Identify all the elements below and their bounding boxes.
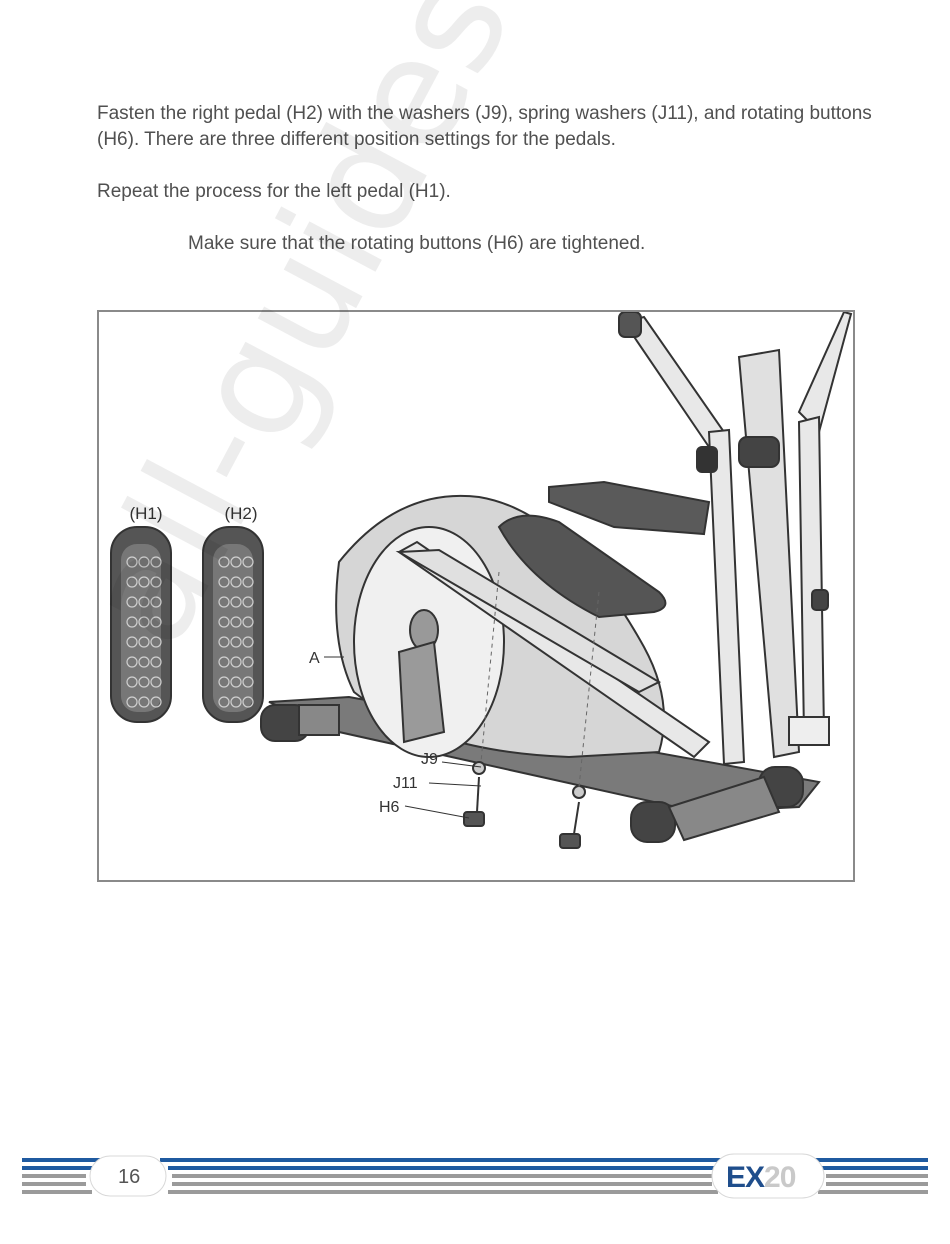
page-number: 16 [118, 1166, 141, 1188]
pedal-h2-icon [202, 526, 264, 723]
brand-logo: EX20 [726, 1161, 796, 1195]
elliptical-machine-icon [260, 312, 853, 849]
label-a: A [309, 650, 320, 667]
label-h6: H6 [379, 799, 400, 816]
assembly-figure: (H1) (H2) A J9 J11 H6 [97, 310, 855, 882]
elliptical-illustration: (H1) (H2) A J9 J11 H6 [110, 312, 853, 849]
instruction-tighten-note: Make sure that the rotating buttons (H6)… [188, 233, 646, 254]
label-leader-lines [324, 656, 482, 819]
brand-number: 20 [764, 1161, 796, 1194]
page-footer [0, 1150, 950, 1210]
label-j11: J11 [393, 775, 418, 792]
instruction-fasten-right-pedal: Fasten the right pedal (H2) with the was… [97, 103, 872, 150]
label-j9: J9 [421, 751, 438, 768]
label-h1: (H1) [129, 504, 162, 523]
bolt-guide-lines [480, 571, 600, 788]
pedal-grip-pattern [126, 556, 254, 708]
brand-prefix: EX [726, 1161, 765, 1194]
pedal-h1-icon [110, 526, 172, 723]
label-h2: (H2) [224, 504, 257, 523]
instruction-repeat-left-pedal: Repeat the process for the left pedal (H… [97, 181, 451, 202]
footer-stripes [22, 1153, 928, 1199]
